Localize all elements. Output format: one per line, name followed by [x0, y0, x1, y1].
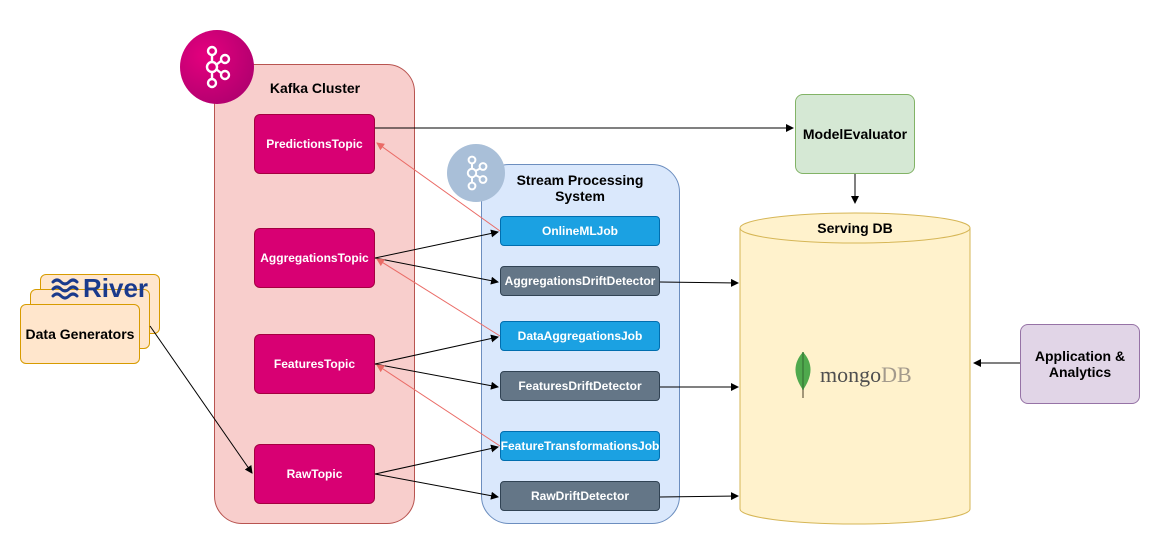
model-evaluator[interactable]: ModelEvaluator [795, 94, 915, 174]
arrow-features-to-dataagg [374, 334, 499, 365]
feedback-transform-to-features [376, 364, 501, 447]
data-aggregations-job[interactable]: DataAggregationsJob [500, 321, 660, 351]
kafka-logo [180, 30, 254, 104]
raw-topic[interactable]: RawTopic [254, 444, 375, 504]
river-waves-icon [51, 278, 79, 300]
aggregations-topic[interactable]: AggregationsTopic [254, 228, 375, 288]
mongodb-text-db: DB [881, 362, 912, 387]
aggregations-drift-detector[interactable]: AggregationsDriftDetector [500, 266, 660, 296]
data-generators[interactable]: Data Generators [20, 304, 140, 364]
arrow-raw-to-drift [374, 473, 499, 500]
river-logo: River [50, 273, 155, 303]
data-generators-label: Data Generators [25, 326, 135, 342]
arrow-aggregations-to-drift [374, 257, 499, 285]
river-logo-text: River [83, 273, 149, 303]
arrow-rawdrift-to-db [659, 492, 739, 501]
online-ml-job[interactable]: OnlineMLJob [500, 216, 660, 246]
kafka-cluster-title: Kafka Cluster [269, 80, 361, 96]
mongodb-text-mongo: mongo [820, 362, 882, 387]
features-drift-detector[interactable]: FeaturesDriftDetector [500, 371, 660, 401]
features-topic[interactable]: FeaturesTopic [254, 334, 375, 394]
arrow-aggregations-to-onlineml [374, 229, 499, 259]
application-analytics[interactable]: Application & Analytics [1020, 324, 1140, 404]
arrow-generators-to-raw [149, 325, 253, 474]
serving-db-title: Serving DB [817, 220, 893, 236]
feature-transformations-job[interactable]: FeatureTransformationsJob [500, 431, 660, 461]
arrow-raw-to-transform [374, 444, 499, 475]
feedback-onlineml-to-predictions [376, 142, 501, 232]
predictions-topic[interactable]: PredictionsTopic [254, 114, 375, 174]
kafka-icon [205, 45, 231, 89]
arrow-aggdrift-to-db [659, 278, 739, 287]
arrow-features-to-drift [374, 363, 499, 390]
feedback-dataagg-to-aggregations [376, 258, 501, 337]
stream-processing-title: Stream Processing System [516, 172, 644, 204]
kafka-streams-icon [466, 155, 488, 191]
raw-drift-detector[interactable]: RawDriftDetector [500, 481, 660, 511]
mongodb-leaf-icon [795, 352, 811, 398]
stream-processing-logo [447, 144, 505, 202]
